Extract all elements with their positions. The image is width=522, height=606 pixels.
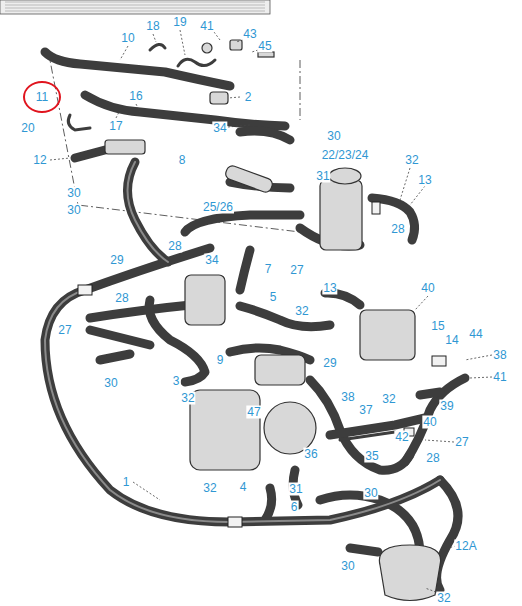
highlight-circle: 11 [23,81,61,113]
callout-number: 35 [364,450,379,463]
callout-number: 28 [167,240,182,253]
callout-number: 30 [66,187,81,200]
callout-number: 13 [322,282,337,295]
callout-number: 12 [32,154,47,167]
callout-number: 11 [36,90,48,104]
callout-number: 16 [128,90,143,103]
callout-number: 19 [172,16,187,29]
callout-number: 37 [358,404,373,417]
callout-number: 27 [454,436,469,449]
callout-number: 5 [269,291,278,304]
callout-number: 30 [340,560,355,573]
callout-number: 3 [172,375,181,388]
callout-number: 10 [120,32,135,45]
callout-number: 17 [108,120,123,133]
callout-number: 30 [363,487,378,500]
callout-number: 6 [290,501,299,514]
callout-number: 27 [289,264,304,277]
callout-number: 15 [430,320,445,333]
callout-number: 30 [103,377,118,390]
callout-number: 45 [257,40,272,53]
callout-number: 34 [212,122,227,135]
callout-number: 32 [180,392,195,405]
callout-number: 39 [439,400,454,413]
callout-number: 29 [109,254,124,267]
callout-number: 27 [57,324,72,337]
callout-number: 18 [145,20,160,33]
callout-number: 25/26 [202,201,234,214]
callout-number: 47 [246,406,261,419]
callout-number: 43 [242,28,257,41]
callout-number: 13 [417,174,432,187]
callout-number: 40 [422,416,437,429]
hoses [45,44,465,590]
parts [78,40,446,601]
callout-number: 44 [468,328,483,341]
callout-number: 32 [436,592,451,605]
callout-number: 29 [322,357,337,370]
callout-number: 2 [244,91,253,104]
frame-line [300,60,301,120]
callout-number: 32 [381,393,396,406]
callout-number: 7 [264,263,273,276]
leader-lines [50,30,492,592]
callout-number: 31 [315,170,330,183]
callout-number: 42 [394,431,409,444]
callout-number: 28 [425,452,440,465]
callout-number: 34 [204,254,219,267]
callout-number: 8 [178,154,187,167]
callout-number: 22/23/24 [321,149,370,162]
callout-number: 12A [454,540,477,553]
callout-number: 30 [66,204,81,217]
callout-number: 32 [294,305,309,318]
callout-number: 40 [420,282,435,295]
radiator [0,0,270,14]
callout-number: 32 [202,482,217,495]
callout-number: 1 [122,476,131,489]
callout-number: 28 [390,223,405,236]
callout-number: 41 [492,371,507,384]
callout-number: 30 [326,130,341,143]
callout-number: 32 [404,154,419,167]
callout-number: 38 [492,349,507,362]
callout-number: 20 [20,122,35,135]
callout-number: 4 [239,481,248,494]
callout-number: 14 [444,334,459,347]
callout-number: 31 [288,483,303,496]
callout-number: 28 [114,292,129,305]
callout-number: 41 [199,20,214,33]
callout-number: 38 [340,391,355,404]
callout-number: 9 [216,354,225,367]
callout-number: 36 [303,448,318,461]
